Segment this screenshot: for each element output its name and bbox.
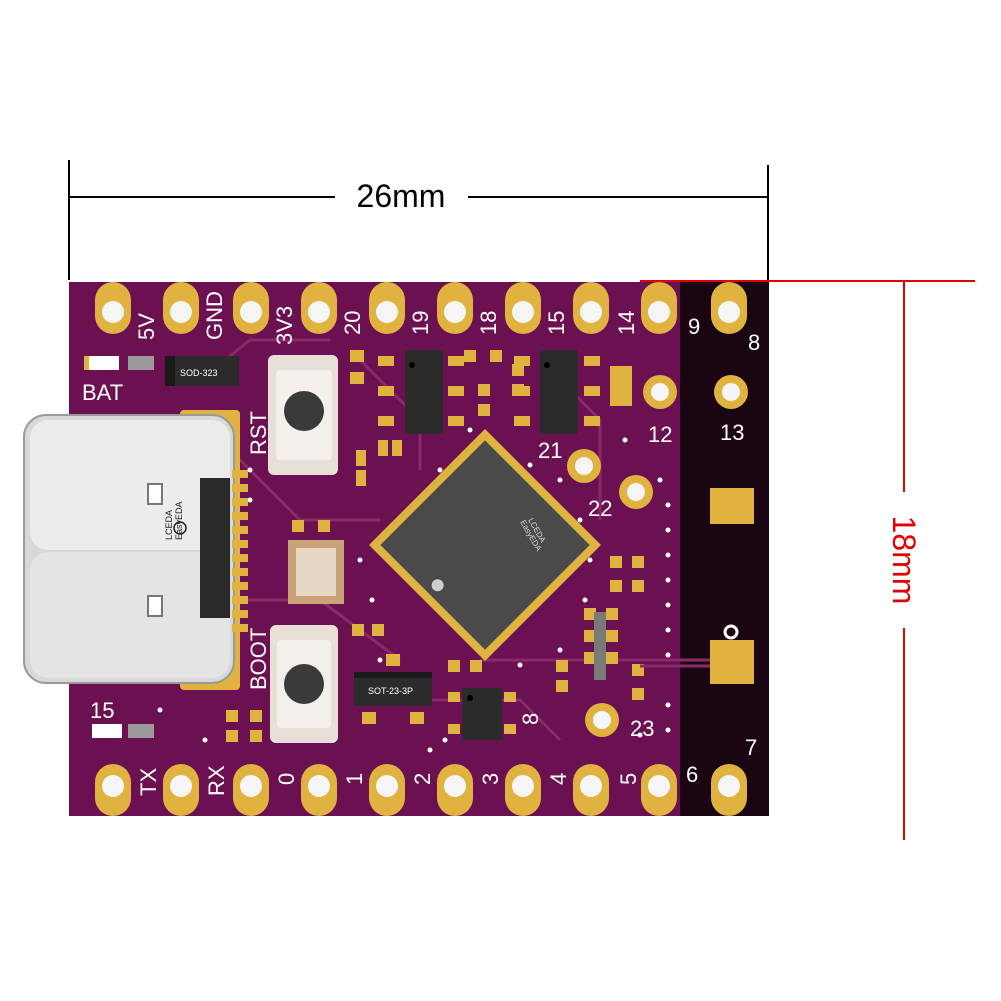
top-pin-labels: 5V GND 3V3 20 19 18 15 14 9 8 xyxy=(134,291,760,355)
pad13-label: 13 xyxy=(720,420,744,445)
pin-label-19: 19 xyxy=(408,311,433,335)
pad-bottom[interactable] xyxy=(505,764,541,816)
ic-top-left xyxy=(378,350,464,434)
pad-top[interactable] xyxy=(437,282,473,334)
antenna-keepout xyxy=(680,282,769,816)
pad-top[interactable] xyxy=(711,282,747,334)
regulator-sot23: SOT-23-3P xyxy=(354,654,432,724)
mcu-chip: LCEDA EasyEDA xyxy=(369,429,601,661)
ic-top-right xyxy=(514,350,600,434)
pad-bottom[interactable] xyxy=(163,764,199,816)
bottom-pin-row xyxy=(95,764,747,816)
boot-button[interactable] xyxy=(270,625,338,743)
pad-bottom[interactable] xyxy=(573,764,609,816)
pad-23[interactable] xyxy=(585,703,619,737)
pad-bottom[interactable] xyxy=(95,764,131,816)
pad-top[interactable] xyxy=(369,282,405,334)
logo-lceda-usb: LCEDA xyxy=(164,510,174,540)
crystal xyxy=(288,540,344,604)
passive-components xyxy=(84,350,644,742)
pad-top[interactable] xyxy=(163,282,199,334)
diode-sod323: SOD-323 xyxy=(165,356,239,386)
pcb-vias xyxy=(157,427,671,753)
usb-c-connector: LCEDA EasyEDA xyxy=(23,410,240,690)
antenna-pad-bottom xyxy=(710,640,754,684)
pad21-label: 21 xyxy=(538,438,562,463)
pin-label-7: 7 xyxy=(745,735,757,760)
pad22-label: 22 xyxy=(588,496,612,521)
pad-top[interactable] xyxy=(505,282,541,334)
pin-label-5: 5 xyxy=(616,773,641,785)
pad-bottom[interactable] xyxy=(641,764,677,816)
pin-label-2: 2 xyxy=(410,773,435,785)
width-label: 26mm xyxy=(357,178,446,214)
usb-logo: LCEDA EasyEDA xyxy=(164,501,187,540)
pad12-label: 12 xyxy=(648,422,672,447)
logo-easyeda-usb: EasyEDA xyxy=(174,501,184,540)
pad-top[interactable] xyxy=(573,282,609,334)
pad-top[interactable] xyxy=(641,282,677,334)
pin-label-tx: TX xyxy=(136,768,161,796)
pin-label-rx: RX xyxy=(204,765,229,796)
pin-label-5v: 5V xyxy=(134,313,159,340)
pad-bottom[interactable] xyxy=(301,764,337,816)
width-dimension: 26mm xyxy=(68,160,769,280)
pad-22[interactable] xyxy=(619,475,653,509)
reg-pkg-label: SOT-23-3P xyxy=(368,686,413,696)
ic-bottom xyxy=(448,688,516,740)
pin-label-15: 15 xyxy=(544,311,569,335)
pin-label-3: 3 xyxy=(478,773,503,785)
pin15-left-label: 15 xyxy=(90,698,114,723)
top-pin-row xyxy=(95,282,747,334)
height-label: 18mm xyxy=(886,516,922,605)
pin-label-1: 1 xyxy=(342,773,367,785)
reset-button[interactable] xyxy=(268,355,338,475)
fiducial xyxy=(723,624,739,640)
bottom-pin-labels: TX RX 0 1 2 3 4 5 6 7 xyxy=(136,735,757,796)
pin-label-6: 6 xyxy=(686,762,698,787)
pad-top[interactable] xyxy=(301,282,337,334)
pin-label-9: 9 xyxy=(688,314,700,339)
pad-13[interactable] xyxy=(714,375,748,409)
pin-label-3v3: 3V3 xyxy=(272,306,297,345)
boot-label: BOOT xyxy=(246,628,271,690)
pin-label-18: 18 xyxy=(476,311,501,335)
pad-bottom[interactable] xyxy=(437,764,473,816)
pad-bottom[interactable] xyxy=(233,764,269,816)
pad-top[interactable] xyxy=(95,282,131,334)
rst-label: RST xyxy=(246,411,271,455)
pad-bottom[interactable] xyxy=(369,764,405,816)
usb-pad-row xyxy=(232,470,248,632)
pin-label-0: 0 xyxy=(274,773,299,785)
pad-21[interactable] xyxy=(567,449,601,483)
bat-label: BAT xyxy=(82,380,123,405)
pin-label-20: 20 xyxy=(340,311,365,335)
pin-label-8: 8 xyxy=(748,330,760,355)
pad-12[interactable] xyxy=(643,375,677,409)
pin-label-4: 4 xyxy=(546,773,571,785)
component-labels: BAT 15 12 13 21 22 23 8 xyxy=(82,380,744,741)
pad23-label: 23 xyxy=(630,716,654,741)
height-dimension: 18mm xyxy=(640,280,975,840)
antenna-pad-top xyxy=(710,488,754,524)
pad-bottom[interactable] xyxy=(711,764,747,816)
pin-label-14: 14 xyxy=(614,311,639,335)
pad-top[interactable] xyxy=(233,282,269,334)
pin-label-gnd: GND xyxy=(202,291,227,340)
pad8-label: 8 xyxy=(518,713,543,725)
diode-pkg-label: SOD-323 xyxy=(180,368,218,378)
extra-pads xyxy=(567,375,754,737)
